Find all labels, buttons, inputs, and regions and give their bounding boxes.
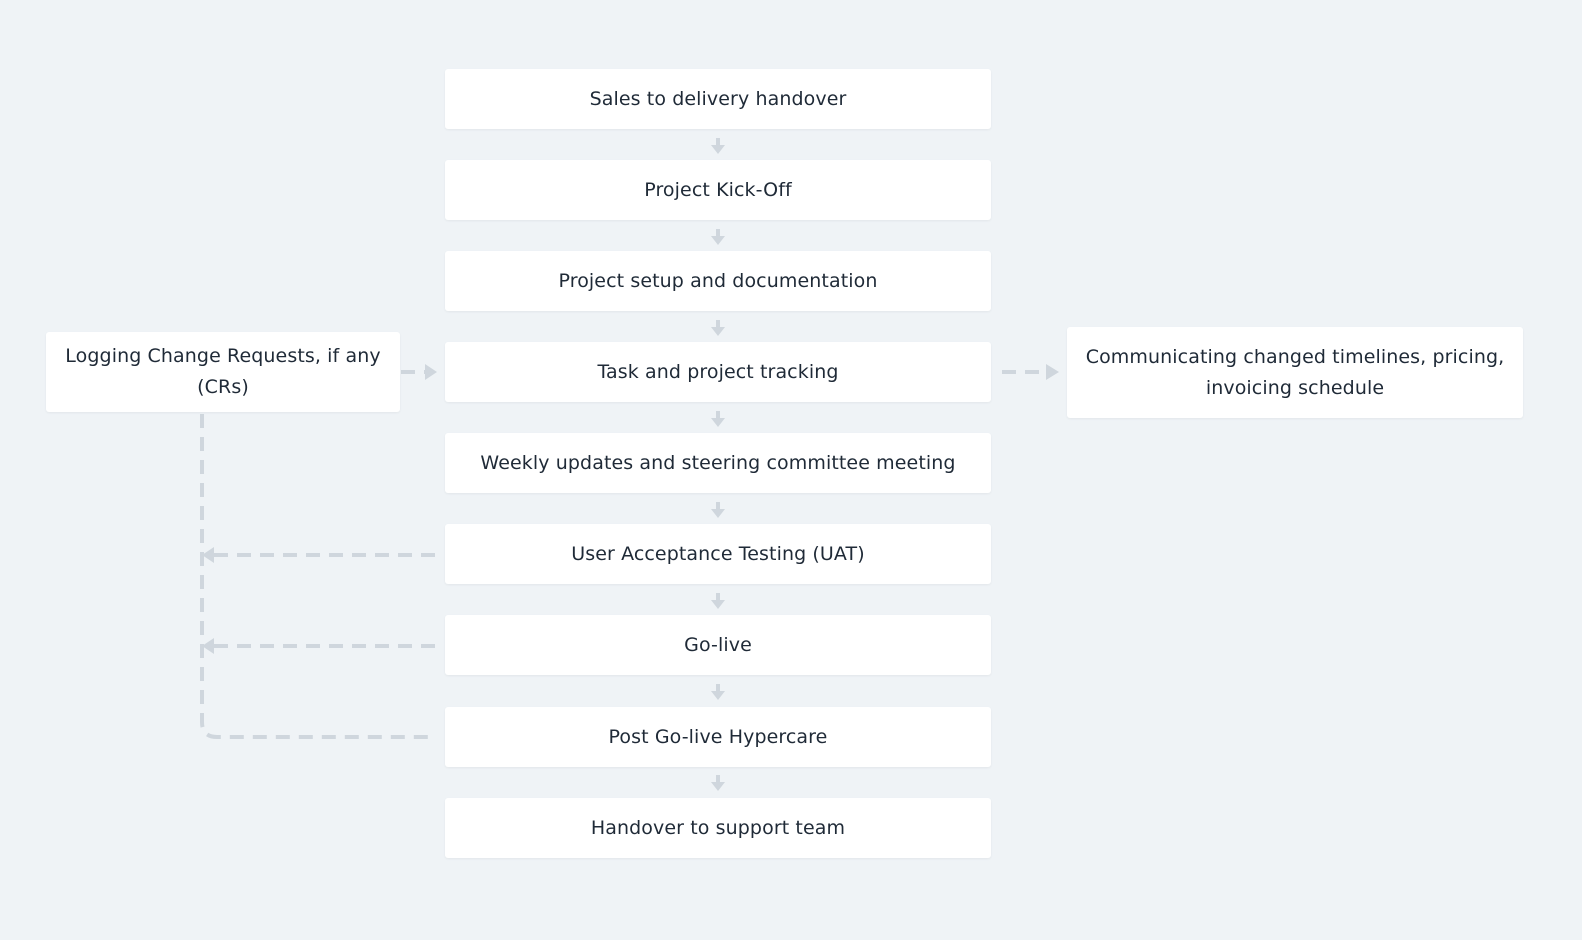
down-arrow-icon (711, 411, 725, 427)
arrow-right-icon (425, 364, 437, 380)
step-uat[interactable]: User Acceptance Testing (UAT) (445, 524, 991, 584)
step-project-kickoff[interactable]: Project Kick-Off (445, 160, 991, 220)
step-label: Handover to support team (590, 816, 846, 839)
step-sales-handover[interactable]: Sales to delivery handover (445, 69, 991, 129)
step-hypercare[interactable]: Post Go-live Hypercare (445, 707, 991, 767)
step-task-tracking[interactable]: Task and project tracking (445, 342, 991, 402)
down-arrow-icon (711, 320, 725, 336)
down-arrow-icon (711, 502, 725, 518)
down-arrow-icon (711, 684, 725, 700)
down-arrow-icon (711, 593, 725, 609)
change-requests-label: Logging Change Requests, if any (CRs) (65, 345, 381, 398)
step-label: Project setup and documentation (558, 269, 878, 292)
arrow-left-icon (202, 638, 214, 654)
down-arrow-icon (711, 138, 725, 154)
feedback-loop-connector (200, 414, 435, 739)
step-project-setup[interactable]: Project setup and documentation (445, 251, 991, 311)
step-go-live[interactable]: Go-live (445, 615, 991, 675)
communicating-changes-label: Communicating changed timelines, pricing… (1085, 345, 1505, 399)
communicating-changes-box[interactable]: Communicating changed timelines, pricing… (1067, 327, 1523, 418)
step-label: Post Go-live Hypercare (608, 725, 828, 748)
step-weekly-updates[interactable]: Weekly updates and steering committee me… (445, 433, 991, 493)
step-label: Weekly updates and steering committee me… (480, 451, 956, 474)
step-label: User Acceptance Testing (UAT) (571, 542, 865, 565)
arrow-left-icon (202, 547, 214, 563)
step-label: Go-live (684, 633, 752, 656)
down-arrow-icon (711, 229, 725, 245)
change-requests-box[interactable]: Logging Change Requests, if any (CRs) (46, 332, 400, 412)
step-label: Task and project tracking (597, 360, 839, 383)
step-support-handover[interactable]: Handover to support team (445, 798, 991, 858)
down-arrow-icon (711, 775, 725, 791)
arrow-right-icon (1046, 364, 1059, 380)
step-label: Project Kick-Off (644, 178, 792, 201)
step-label: Sales to delivery handover (589, 87, 847, 110)
